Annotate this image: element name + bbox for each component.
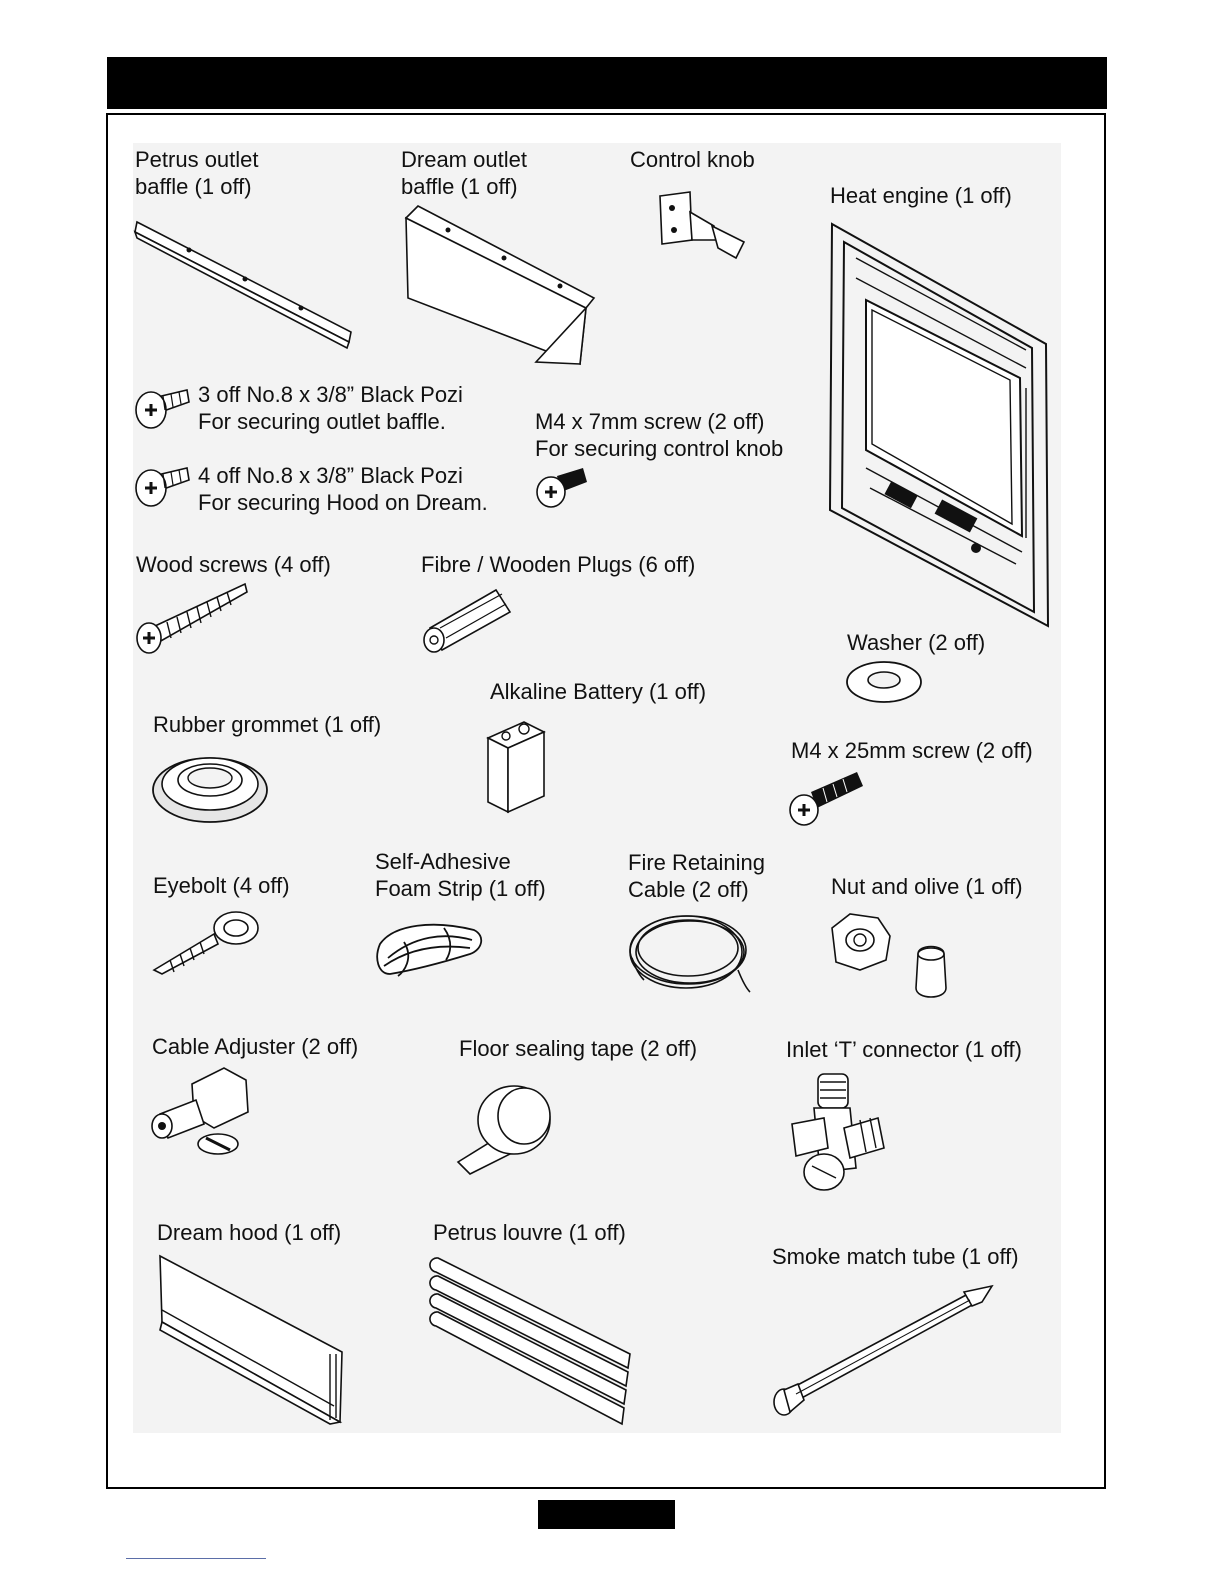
footnote-rule: [126, 1558, 266, 1559]
grommet-icon: [150, 740, 272, 826]
label-wall-plugs: Fibre / Wooden Plugs (6 off): [421, 551, 695, 578]
label-dream-hood: Dream hood (1 off): [157, 1219, 341, 1246]
nut-olive-icon: [826, 910, 958, 1004]
battery-icon: [484, 716, 550, 818]
label-fire-cable: Fire Retaining Cable (2 off): [628, 849, 765, 903]
louvre-icon: [430, 1254, 638, 1430]
label-grommet: Rubber grommet (1 off): [153, 711, 381, 738]
label-petrus-outlet-baffle: Petrus outlet baffle (1 off): [135, 146, 259, 200]
washer-icon: [844, 658, 926, 706]
label-t-connector: Inlet ‘T’ connector (1 off): [786, 1036, 1022, 1063]
pozi-screw-icon: [133, 464, 191, 510]
label-dream-outlet-baffle: Dream outlet baffle (1 off): [401, 146, 527, 200]
wall-plug-icon: [420, 584, 514, 654]
baffle-bar-icon: [133, 218, 358, 350]
machine-screw-icon: [787, 770, 865, 828]
eyebolt-icon: [150, 906, 262, 978]
label-control-knob: Control knob: [630, 146, 755, 173]
label-petrus-louvre: Petrus louvre (1 off): [433, 1219, 626, 1246]
label-pozi-screw-hood: 4 off No.8 x 3/8” Black Pozi For securin…: [198, 462, 488, 516]
hood-icon: [154, 1250, 356, 1426]
label-eyebolt: Eyebolt (4 off): [153, 872, 290, 899]
label-battery: Alkaline Battery (1 off): [490, 678, 706, 705]
label-foam-strip: Self-Adhesive Foam Strip (1 off): [375, 848, 546, 902]
pozi-screw-icon: [133, 386, 191, 432]
page-number-tab: [538, 1500, 675, 1529]
machine-screw-icon: [535, 466, 589, 510]
foam-strip-icon: [374, 914, 486, 984]
label-smoke-tube: Smoke match tube (1 off): [772, 1243, 1019, 1270]
label-wood-screws: Wood screws (4 off): [136, 551, 331, 578]
label-pozi-screw-baffle: 3 off No.8 x 3/8” Black Pozi For securin…: [198, 381, 463, 435]
label-m4-25mm-screw: M4 x 25mm screw (2 off): [791, 737, 1033, 764]
smoke-tube-icon: [768, 1284, 996, 1418]
label-m4-7mm-screw: M4 x 7mm screw (2 off) For securing cont…: [535, 408, 783, 462]
control-knob-icon: [656, 186, 752, 264]
wood-screw-icon: [133, 580, 251, 660]
header-bar: [107, 57, 1107, 109]
heat-engine-icon: [826, 218, 1054, 632]
label-sealing-tape: Floor sealing tape (2 off): [459, 1035, 697, 1062]
dream-baffle-icon: [400, 202, 596, 370]
label-nut-olive: Nut and olive (1 off): [831, 873, 1023, 900]
tape-roll-icon: [456, 1082, 558, 1174]
t-connector-icon: [784, 1068, 888, 1192]
label-cable-adjuster: Cable Adjuster (2 off): [152, 1033, 358, 1060]
cable-adjuster-icon: [148, 1066, 252, 1158]
label-washer: Washer (2 off): [847, 629, 985, 656]
cable-coil-icon: [626, 910, 754, 996]
label-heat-engine: Heat engine (1 off): [830, 182, 1012, 209]
